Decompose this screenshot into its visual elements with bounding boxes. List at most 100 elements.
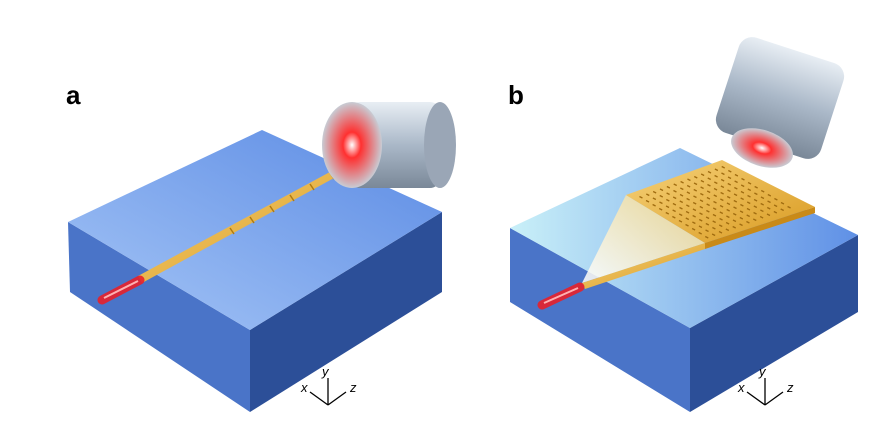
grating-element xyxy=(747,188,752,192)
grating-element xyxy=(712,226,716,230)
grating-element xyxy=(704,235,709,239)
grating-element xyxy=(787,205,791,209)
grating-element xyxy=(712,207,717,211)
grating-element xyxy=(780,208,784,212)
svg-text:z: z xyxy=(786,380,794,395)
panel-b-detector-cylinder xyxy=(715,37,845,168)
panel-a-axes: yx z xyxy=(300,364,357,406)
grating-element xyxy=(767,193,772,197)
grating-element xyxy=(726,215,730,219)
panel-label-b: b xyxy=(508,80,524,110)
grating-element xyxy=(686,191,691,195)
grating-element xyxy=(726,195,731,199)
grating-element xyxy=(754,192,758,196)
grating-element xyxy=(726,208,730,212)
grating-element xyxy=(747,181,752,185)
grating-element xyxy=(646,193,650,197)
grating-element xyxy=(692,201,697,205)
grating-element xyxy=(740,190,745,194)
grating-element xyxy=(753,211,757,215)
grating-element xyxy=(672,202,677,206)
grating-element xyxy=(706,196,711,200)
grating-element xyxy=(686,204,690,208)
grating-element xyxy=(760,209,764,213)
grating-element xyxy=(760,202,764,206)
grating-element xyxy=(678,219,683,223)
grating-element xyxy=(692,221,696,225)
svg-text:y: y xyxy=(758,364,767,379)
grating-element xyxy=(672,209,676,213)
grating-element xyxy=(700,192,704,196)
grating-element xyxy=(692,208,697,212)
grating-element xyxy=(774,197,778,201)
grating-element xyxy=(699,205,704,209)
grating-element xyxy=(733,199,738,203)
grating-element xyxy=(780,201,785,205)
grating-element xyxy=(712,220,716,224)
grating-element xyxy=(672,196,677,200)
grating-element xyxy=(747,194,751,198)
grating-element xyxy=(680,180,684,184)
grating-element xyxy=(725,221,730,225)
grating-element xyxy=(720,198,724,202)
grating-element xyxy=(753,205,758,209)
grating-element xyxy=(693,182,698,186)
grating-element xyxy=(712,213,717,217)
panel-b-laser-fiber xyxy=(537,282,585,310)
panel-a-laser-fiber xyxy=(97,275,145,305)
panel-a-detector-cylinder xyxy=(322,102,456,188)
grating-element xyxy=(666,198,670,202)
grating-element xyxy=(658,207,663,211)
grating-element xyxy=(766,213,771,217)
grating-element xyxy=(679,206,683,210)
grating-element xyxy=(740,203,744,207)
grating-element xyxy=(726,202,731,206)
panel-b-taper-grating xyxy=(582,160,815,289)
grating-element xyxy=(707,177,712,181)
grating-element xyxy=(659,194,664,198)
grating-element xyxy=(645,199,650,203)
grating-element xyxy=(659,201,663,205)
svg-text:y: y xyxy=(321,364,330,379)
grating-element xyxy=(694,175,698,179)
grating-element xyxy=(752,218,757,222)
svg-text:z: z xyxy=(349,380,357,395)
grating-element xyxy=(720,178,725,182)
panel-label-a: a xyxy=(66,80,81,110)
grating-element xyxy=(673,183,678,187)
grating-element xyxy=(679,193,684,197)
grating-element xyxy=(741,177,745,181)
grating-element xyxy=(773,204,778,208)
grating-element xyxy=(686,197,690,201)
grating-element xyxy=(734,180,738,184)
grating-element xyxy=(766,206,771,210)
grating-element xyxy=(754,185,758,189)
grating-element xyxy=(734,173,739,177)
grating-element xyxy=(652,203,656,207)
grating-element xyxy=(720,185,725,189)
grating-element xyxy=(685,223,689,227)
grating-element xyxy=(639,195,643,199)
grating-element xyxy=(739,210,744,214)
grating-element xyxy=(714,181,718,185)
grating-element xyxy=(734,186,738,190)
grating-element xyxy=(760,189,765,193)
grating-element xyxy=(739,223,743,227)
grating-element xyxy=(719,217,723,221)
grating-element xyxy=(718,224,723,228)
grating-element xyxy=(698,218,703,222)
grating-element xyxy=(693,188,698,192)
grating-element xyxy=(652,190,657,194)
grating-element xyxy=(678,213,683,217)
svg-text:x: x xyxy=(300,380,308,395)
grating-element xyxy=(727,182,732,186)
grating-element xyxy=(666,192,670,196)
grating-element xyxy=(705,216,710,220)
grating-element xyxy=(706,190,711,194)
grating-element xyxy=(659,188,664,192)
grating-element xyxy=(718,230,723,234)
grating-element xyxy=(685,210,690,214)
grating-element xyxy=(732,212,737,216)
grating-element xyxy=(713,187,718,191)
